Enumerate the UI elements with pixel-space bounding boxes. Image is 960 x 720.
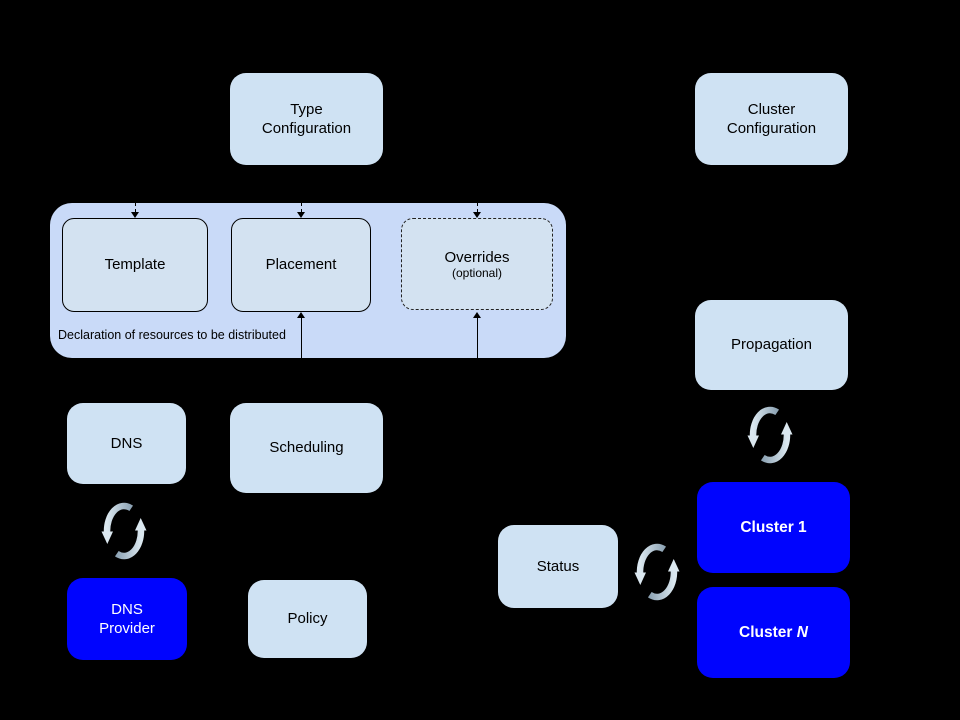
overrides-label: Overrides [444, 248, 510, 266]
overrides-sublabel: (optional) [451, 265, 503, 280]
cluster-n-label-prefix: Cluster [739, 623, 797, 641]
cluster-1-node: Cluster 1 [697, 482, 850, 573]
arrowhead-into-template [131, 212, 139, 218]
policy-label: Policy [287, 610, 328, 628]
type-configuration-label: Type Configuration [261, 100, 352, 137]
policy-node: Policy [248, 580, 367, 658]
arrowhead-into-overrides-top [473, 212, 481, 218]
arrow-into-placement-bottom [301, 318, 302, 358]
dns-node: DNS [67, 403, 186, 484]
cluster-n-label-n: N [796, 623, 808, 641]
propagation-label: Propagation [731, 336, 812, 354]
arrow-into-placement-top [301, 203, 302, 212]
sync-icon [634, 543, 680, 601]
arrowhead-into-overrides-bottom [473, 312, 481, 318]
dns-provider-node: DNS Provider [67, 578, 187, 660]
cluster-n-node: Cluster N [697, 587, 850, 678]
dns-label: DNS [110, 434, 143, 452]
type-configuration-node: Type Configuration [230, 73, 383, 165]
sync-icon [101, 502, 147, 560]
status-label: Status [536, 557, 580, 575]
sync-icon [747, 406, 793, 464]
placement-node: Placement [231, 218, 371, 312]
propagation-node: Propagation [695, 300, 848, 390]
cluster-1-label: Cluster 1 [740, 518, 807, 536]
arrow-into-overrides-top [477, 203, 478, 212]
declaration-group-caption: Declaration of resources to be distribut… [58, 328, 286, 342]
template-label: Template [104, 256, 166, 274]
arrowhead-into-placement-bottom [297, 312, 305, 318]
cluster-configuration-label: Cluster Configuration [726, 100, 817, 137]
status-node: Status [498, 525, 618, 608]
overrides-node: Overrides (optional) [401, 218, 553, 310]
cluster-configuration-node: Cluster Configuration [695, 73, 848, 165]
placement-label: Placement [265, 256, 337, 274]
template-node: Template [62, 218, 208, 312]
cluster-n-label: Cluster N [739, 623, 808, 643]
arrowhead-into-placement-top [297, 212, 305, 218]
declaration-group: Template Placement Overrides (optional) … [50, 203, 566, 358]
scheduling-node: Scheduling [230, 403, 383, 493]
scheduling-label: Scheduling [269, 439, 344, 457]
arrow-into-overrides-bottom [477, 318, 478, 358]
dns-provider-label: DNS Provider [99, 600, 155, 637]
arrow-into-template [135, 203, 136, 212]
